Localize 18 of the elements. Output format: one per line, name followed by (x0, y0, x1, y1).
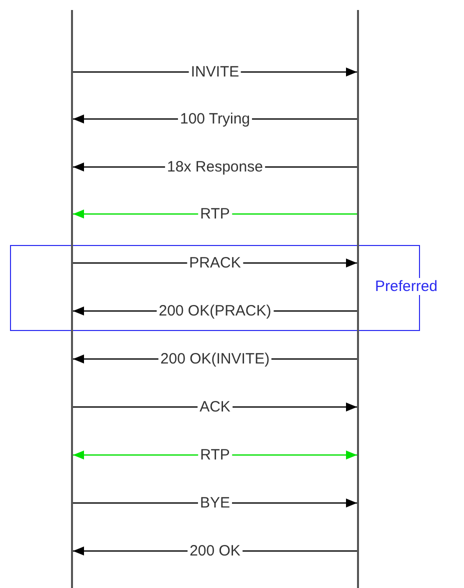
edge-label: 200 OK(PRACK) (156, 302, 274, 320)
message-arrow (73, 210, 357, 218)
message-arrow (73, 258, 357, 268)
message-arrow (73, 450, 357, 460)
edge-label: 200 OK(INVITE) (158, 350, 272, 368)
message-arrow (73, 354, 357, 364)
message-arrow (73, 498, 357, 508)
message-arrow (73, 402, 357, 412)
lifeline (71, 10, 73, 588)
message-arrow (73, 306, 357, 316)
frame-label: Preferred (374, 278, 439, 295)
edge-label: 100 Trying (178, 110, 252, 128)
message-arrow (73, 68, 357, 76)
message-arrow (73, 546, 357, 556)
message-arrow (73, 162, 357, 172)
message-arrow (73, 114, 357, 124)
edge-label: 18x Response (165, 158, 265, 176)
lifeline (357, 10, 359, 588)
